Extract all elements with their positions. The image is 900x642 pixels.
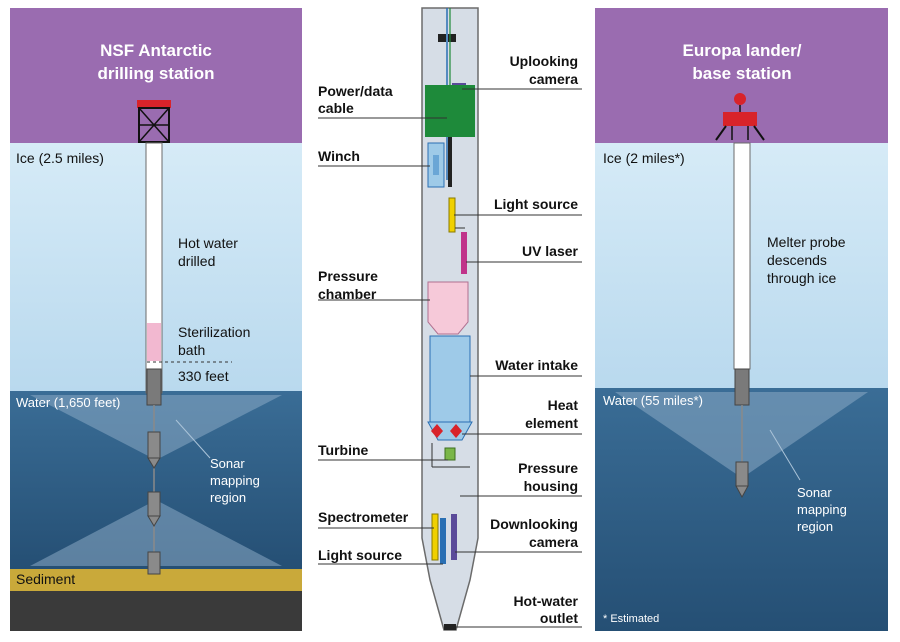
left-probe-low [147,491,161,527]
label-spectrometer: Spectrometer [318,509,409,525]
label-pressure-line1: Pressure [318,268,378,284]
drill-label-line1: Hot water [178,235,238,251]
melter-line3: through ice [767,270,836,286]
label-downlooking-line1: Downlooking [490,516,578,532]
left-probe-bottom [147,551,161,575]
left-sonar-line2: mapping [210,473,260,488]
left-sonar-lower [30,500,282,566]
center-leaders-right [454,88,582,628]
center-panel: Power/data cable Winch Pressure chamber … [318,7,582,631]
pressure-chamber [427,281,469,335]
hot-water-outlet [444,624,456,630]
label-outlet-line2: outlet [540,610,578,626]
label-housing-line1: Pressure [518,460,578,476]
right-sonar-line1: Sonar [797,485,832,500]
sterilization-bath [147,323,161,361]
label-downlooking-line2: camera [529,534,578,550]
right-sonar-line3: region [797,519,833,534]
label-uplooking-line1: Uplooking [510,53,578,69]
label-housing-line2: housing [524,478,578,494]
drilling-tower-icon [137,100,171,143]
electronics-module [425,85,475,137]
label-power-line1: Power/data [318,83,393,99]
downlooking-camera [451,514,457,560]
label-turbine: Turbine [318,442,369,458]
sediment-label: Sediment [16,571,75,587]
depth-label: 330 feet [178,368,229,384]
label-light-source-bottom: Light source [318,547,402,563]
right-panel: Europa lander/ base station Ice (2 miles… [595,8,888,631]
left-probe-mid [147,431,161,469]
right-water-label: Water (55 miles*) [603,393,703,408]
heat-element-left [431,424,443,438]
left-sonar-line1: Sonar [210,456,245,471]
melter-line2: descends [767,252,827,268]
right-probe-top [734,368,750,406]
right-title-line1: Europa lander/ [682,41,801,60]
melter-line1: Melter probe [767,234,846,250]
left-water-label: Water (1,650 feet) [16,395,120,410]
right-title-line2: base station [692,64,791,83]
center-leaders-left [318,117,448,565]
right-ice-label: Ice (2 miles*) [603,150,685,166]
heat-element-right [450,424,462,438]
label-water-intake: Water intake [495,357,578,373]
left-title-line2: drilling station [97,64,214,83]
left-panel: NSF Antarctic drilling station Ice (2.5 … [10,8,302,631]
footnote: * Estimated [603,613,659,625]
left-probe-top [146,368,162,406]
left-sediment [10,569,302,591]
spectrometer [431,513,439,561]
label-light-source-top: Light source [494,196,578,212]
steril-label-line2: bath [178,342,205,358]
right-melt-hole [733,142,751,370]
light-source-bottom [440,518,446,564]
left-title-line1: NSF Antarctic [100,41,212,60]
water-intake-column [429,335,471,423]
turbine [444,447,456,461]
label-pressure-line2: chamber [318,286,377,302]
label-uv-laser: UV laser [522,243,579,259]
uv-laser [461,232,467,274]
label-outlet-line1: Hot-water [513,593,578,609]
left-bedrock [10,591,302,631]
left-sonar-upper [30,395,282,460]
left-sky [10,8,302,143]
label-heat-line1: Heat [548,397,579,413]
label-uplooking-line2: camera [529,71,578,87]
drill-label-line2: drilled [178,253,215,269]
europa-lander-icon [715,93,765,141]
label-winch: Winch [318,148,360,164]
right-probe-bottom [735,461,749,499]
cable-connector [438,34,446,42]
left-ice-label: Ice (2.5 miles) [16,150,104,166]
steril-label-line1: Sterilization [178,324,250,340]
label-power-line2: cable [318,100,354,116]
label-heat-line2: element [525,415,578,431]
left-sonar-line3: region [210,490,246,505]
right-sonar-line2: mapping [797,502,847,517]
